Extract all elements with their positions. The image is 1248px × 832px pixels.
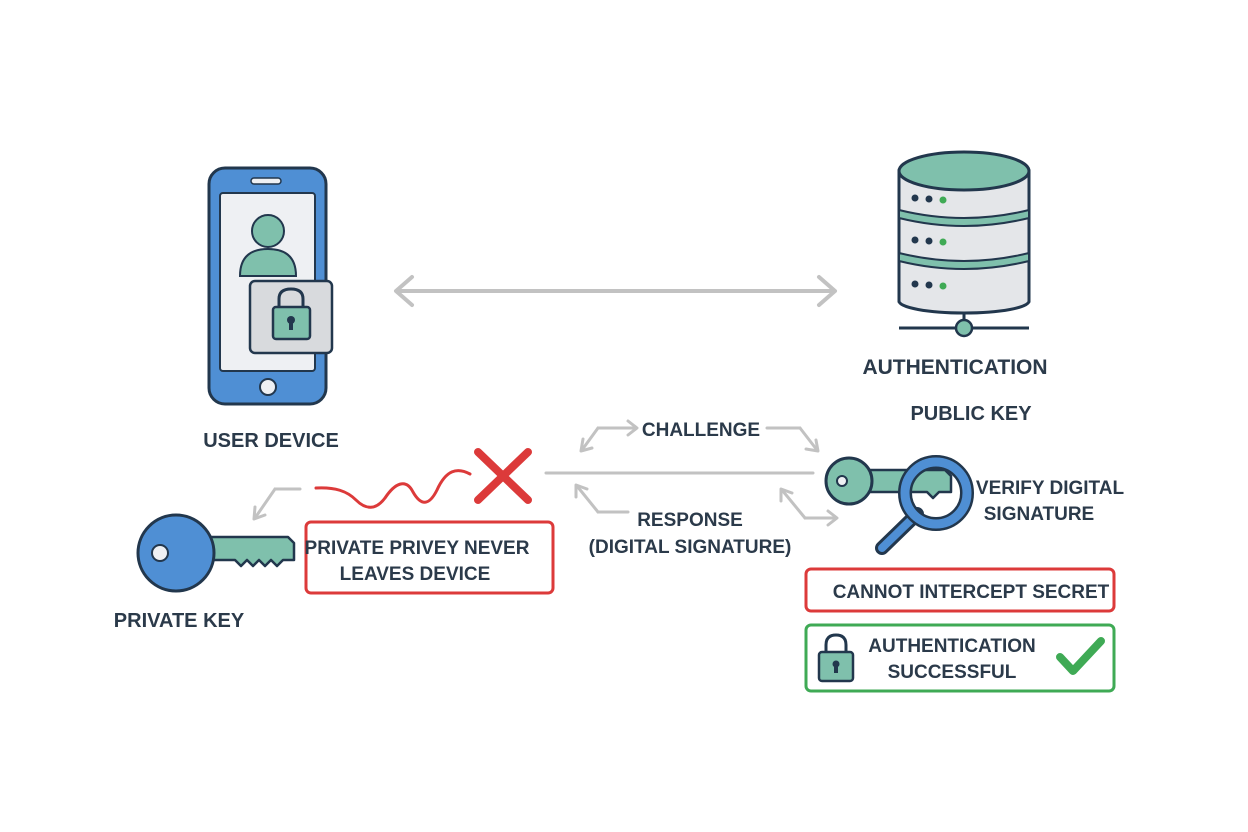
cannot-intercept-label: CANNOT INTERCEPT SECRET [833, 582, 1110, 603]
success-label-2: SUCCESSFUL [888, 662, 1017, 683]
private-key-arrow [252, 487, 302, 521]
device-lock-icon [248, 279, 334, 355]
server-icon [897, 150, 1031, 338]
verify-label: VERIFY DIGITAL [976, 478, 1125, 499]
response-signature-label: (DIGITAL SIGNATURE) [589, 537, 792, 558]
public-key-label: PUBLIC KEY [910, 403, 1032, 425]
magnifier-key-icon [824, 455, 974, 555]
user-icon [238, 214, 298, 277]
bidirectional-arrow [394, 275, 837, 307]
success-box [804, 623, 1116, 693]
cross-icon [474, 448, 532, 504]
never-leaves-box [304, 520, 555, 595]
authentication-label: AUTHENTICATION [862, 356, 1047, 379]
success-lock-icon [817, 633, 855, 683]
challenge-arrows [579, 419, 820, 453]
never-leaves-label: PRIVATE PRIVEY NEVER [305, 538, 530, 559]
interception-squiggle [314, 469, 472, 509]
response-label: RESPONSE [637, 510, 743, 531]
response-arrows [574, 483, 839, 527]
never-leaves-label-2: LEAVES DEVICE [340, 564, 491, 585]
verify-label-2: SIGNATURE [984, 504, 1094, 525]
checkmark-icon [1056, 637, 1105, 675]
success-label: AUTHENTICATION [868, 636, 1035, 657]
private-key-label: PRIVATE KEY [114, 610, 245, 632]
cannot-intercept-box [804, 567, 1116, 613]
key-icon [136, 513, 296, 593]
challenge-label: CHALLENGE [642, 420, 760, 441]
user-device-label: USER DEVICE [203, 430, 339, 452]
